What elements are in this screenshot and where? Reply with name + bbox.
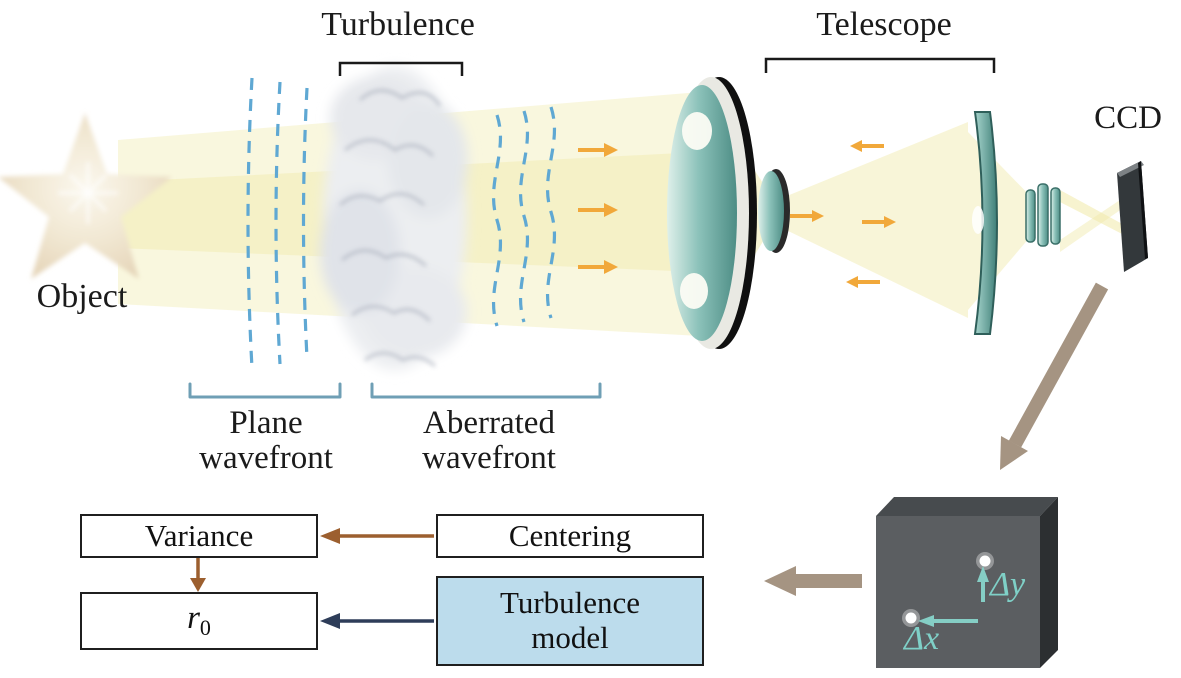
- delta-y-label: Δy: [990, 566, 1026, 603]
- telescope-label: Telescope: [816, 6, 952, 43]
- aberrated-wavefront-line2: wavefront: [422, 439, 556, 476]
- star-sparkle-icon: [58, 162, 118, 224]
- centering-label: Centering: [508, 518, 632, 553]
- turbulence-label: Turbulence: [321, 6, 475, 43]
- delta-x-label: Δx: [904, 620, 940, 657]
- turbulence-cloud: [320, 66, 468, 370]
- plane-wavefront-bracket: [188, 382, 342, 399]
- turbulence-model-line1: Turbulence: [499, 585, 641, 621]
- aberrated-wavefront-bracket: [370, 382, 602, 399]
- turbulence-model-box: Turbulence model: [436, 576, 704, 666]
- plane-wavefront-label: Plane wavefront: [168, 406, 364, 476]
- turbulence-bracket: [338, 61, 464, 76]
- aberrated-wavefront-line1: Aberrated: [423, 405, 555, 441]
- concave-mirror: [972, 111, 998, 335]
- variance-box: Variance: [80, 514, 318, 558]
- primary-lens: [667, 77, 757, 349]
- plane-wavefront-line2: wavefront: [199, 439, 333, 476]
- telescope-bracket: [764, 57, 996, 73]
- turbulence-model-line2: model: [531, 620, 609, 655]
- ccd-to-image-arrow: [1000, 282, 1109, 470]
- image-to-flowchart-arrow: [764, 566, 862, 596]
- lens-stack: [1025, 183, 1061, 247]
- plane-wavefront-lines: [246, 77, 309, 369]
- model-to-r0-arrow: [320, 613, 340, 629]
- ray-arrows: [578, 140, 896, 288]
- centering-to-variance-arrow: [320, 528, 340, 544]
- ccd-chip: [1117, 161, 1148, 272]
- ccd-label: CCD: [1094, 100, 1162, 136]
- variance-label: Variance: [144, 518, 254, 553]
- flowchart-arrows: [190, 528, 434, 629]
- aberrated-wavefront-label: Aberrated wavefront: [376, 406, 602, 476]
- star-shape: [0, 113, 172, 279]
- object-label: Object: [36, 278, 128, 315]
- r0-label: r0: [187, 600, 211, 641]
- plane-wavefront-line1: Plane: [229, 405, 303, 441]
- variance-to-r0-arrow: [190, 578, 206, 592]
- displacement-arrows: [918, 566, 989, 627]
- aberrated-wavefront-lines: [491, 106, 557, 327]
- secondary-lens: [758, 169, 790, 253]
- centering-box: Centering: [436, 514, 704, 558]
- ccd-image-box: [876, 497, 1058, 668]
- r0-box: r0: [80, 592, 318, 650]
